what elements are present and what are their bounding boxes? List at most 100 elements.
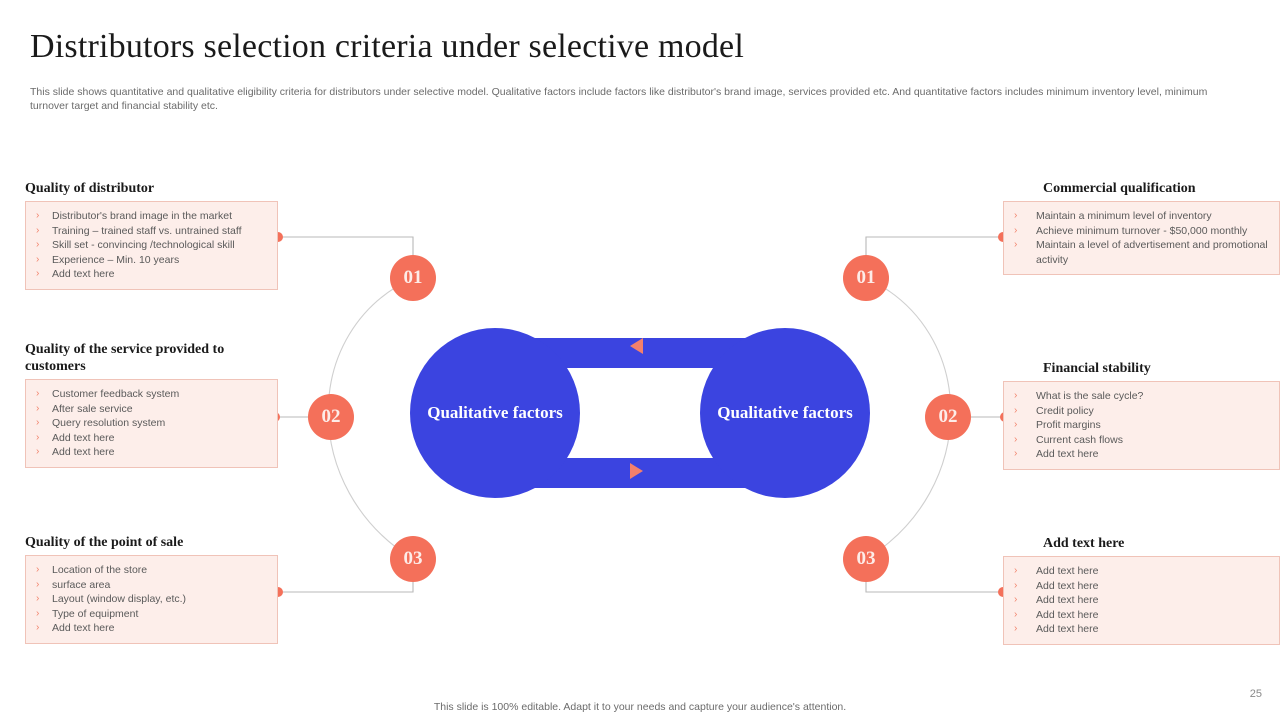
list-item: › Add text here — [1014, 564, 1271, 579]
qualitative-factors-circle-right[interactable]: Qualitative factors — [700, 328, 870, 498]
triangle-right-icon — [630, 463, 643, 479]
chevron-right-icon: › — [36, 578, 40, 590]
list-item: ›Maintain a minimum level of inventory — [1014, 209, 1271, 224]
list-item-label: Experience – Min. 10 years — [52, 253, 180, 266]
list-item-label: Add text here — [1036, 608, 1099, 621]
step-badge-left-02[interactable]: 02 — [308, 394, 354, 440]
list-item: › Query resolution system — [36, 416, 269, 431]
list-item-label: Add text here — [1036, 594, 1099, 606]
chevron-right-icon: › — [1014, 623, 1018, 634]
list-item: › Training – trained staff vs. untrained … — [36, 224, 269, 239]
page-number: 25 — [1249, 688, 1262, 700]
page-subtitle: This slide shows quantitative and qualit… — [30, 86, 1208, 112]
list-item-label: After sale service — [52, 402, 133, 415]
block-add-text-here: Add text here › Add text here › Add text h… — [1003, 535, 1280, 645]
list-item-label: Type of equipment — [52, 607, 139, 620]
block-heading: Quality of the service provided to custo… — [25, 342, 225, 374]
list-item-label: Add text here — [1036, 565, 1099, 577]
chevron-right-icon: › — [1014, 448, 1018, 459]
chevron-right-icon: › — [1014, 608, 1018, 620]
bullet-box: ›What is the sale cycle? ›Credit policy … — [1003, 381, 1280, 470]
chevron-right-icon: › — [36, 388, 40, 399]
chevron-right-icon: › — [1014, 565, 1018, 576]
list-item-label: Maintain a level of advertisement and pr… — [1036, 239, 1268, 266]
chevron-right-icon: › — [36, 268, 40, 279]
list-item: › After sale service — [36, 402, 269, 417]
chevron-right-icon: › — [36, 593, 40, 604]
list-item-label: Skill set - convincing /technological sk… — [52, 239, 235, 251]
list-item-label: Credit policy — [1036, 404, 1094, 417]
chevron-right-icon: › — [36, 402, 40, 414]
list-item-label: surface area — [52, 578, 111, 591]
chevron-right-icon: › — [36, 607, 40, 619]
chevron-right-icon: › — [36, 224, 40, 236]
list-item-label: Layout (window display, etc.) — [52, 593, 187, 605]
list-item: ›Location of the store — [36, 563, 269, 578]
list-item-label: Add text here — [1036, 623, 1099, 635]
list-item: › Achieve minimum turnover - $50,000 mont… — [1014, 224, 1271, 239]
list-item: ›Add text here — [36, 445, 269, 460]
chevron-right-icon: › — [36, 239, 40, 250]
list-item: › Add text here — [1014, 608, 1271, 623]
page-title: Distributors selection criteria under se… — [30, 28, 744, 65]
triangle-left-icon — [630, 338, 643, 354]
list-item-label: Achieve minimum turnover - $50,000 month… — [1036, 224, 1248, 237]
list-item: › Add text here — [1014, 622, 1271, 637]
list-item: › Credit policy — [1014, 404, 1271, 419]
chevron-right-icon: › — [1014, 224, 1018, 236]
list-item: › Type of equipment — [36, 607, 269, 622]
step-badge-left-01[interactable]: 01 — [390, 255, 436, 301]
list-item: › Distributor's brand image in the market — [36, 209, 269, 224]
block-heading: Quality of distributor — [25, 181, 155, 196]
list-item-label: Distributor's brand image in the market — [52, 210, 232, 222]
list-item-label: Customer feedback system — [52, 388, 180, 400]
block-quality-of-distributor: Quality of distributor › Distributor's br… — [25, 180, 278, 290]
list-item: › Profit margins — [1014, 418, 1271, 433]
list-item: › Add text here — [36, 621, 269, 636]
list-item-label: Add text here — [1036, 448, 1099, 460]
chevron-right-icon: › — [36, 431, 40, 443]
step-badge-right-02[interactable]: 02 — [925, 394, 971, 440]
list-item: › Skill set - convincing /technological s… — [36, 238, 269, 253]
list-item: › Add text here — [1014, 593, 1271, 608]
list-item: › Customer feedback system — [36, 387, 269, 402]
list-item-label: Add text here — [52, 431, 115, 444]
list-item-label: Add text here — [52, 622, 115, 634]
list-item-label: Profit margins — [1036, 419, 1101, 431]
step-badge-left-03[interactable]: 03 — [390, 536, 436, 582]
list-item: ›What is the sale cycle? — [1014, 389, 1271, 404]
list-item-label: Add text here — [1036, 579, 1099, 592]
step-badge-right-03[interactable]: 03 — [843, 536, 889, 582]
chevron-right-icon: › — [36, 417, 40, 428]
list-item: › Add text here — [1014, 447, 1271, 462]
block-heading: Financial stability — [1043, 361, 1151, 376]
chevron-right-icon: › — [1014, 239, 1018, 250]
block-heading: Quality of the point of sale — [25, 535, 184, 550]
chevron-right-icon: › — [1014, 390, 1018, 401]
step-badge-right-01[interactable]: 01 — [843, 255, 889, 301]
qualitative-factors-circle-left[interactable]: Qualitative factors — [410, 328, 580, 498]
list-item: › Maintain a level of advertisement and p… — [1014, 238, 1271, 267]
list-item-label: Maintain a minimum level of inventory — [1036, 210, 1212, 222]
block-quality-of-service: Quality of the service provided to custo… — [25, 341, 278, 468]
list-item-label: Query resolution system — [52, 417, 166, 429]
chevron-right-icon: › — [36, 210, 40, 221]
list-item-label: Training – trained staff vs. untrained s… — [52, 224, 242, 237]
list-item-label: Current cash flows — [1036, 433, 1123, 446]
list-item-label: Add text here — [52, 268, 115, 280]
block-heading: Commercial qualification — [1043, 181, 1196, 196]
chevron-right-icon: › — [1014, 419, 1018, 430]
list-item-label: Add text here — [52, 446, 115, 458]
chevron-right-icon: › — [36, 253, 40, 265]
list-item: › Layout (window display, etc.) — [36, 592, 269, 607]
chevron-right-icon: › — [1014, 404, 1018, 416]
list-item: › Add text here — [36, 267, 269, 282]
center-diagram: Qualitative factors Qualitative factors — [410, 328, 870, 498]
chevron-right-icon: › — [36, 622, 40, 633]
chevron-right-icon: › — [36, 564, 40, 575]
chevron-right-icon: › — [1014, 594, 1018, 605]
footer-note: This slide is 100% editable. Adapt it to… — [433, 701, 847, 713]
list-item: › Experience – Min. 10 years — [36, 253, 269, 268]
bullet-box: › Distributor's brand image in the market… — [25, 201, 278, 290]
list-item: › surface area — [36, 578, 269, 593]
